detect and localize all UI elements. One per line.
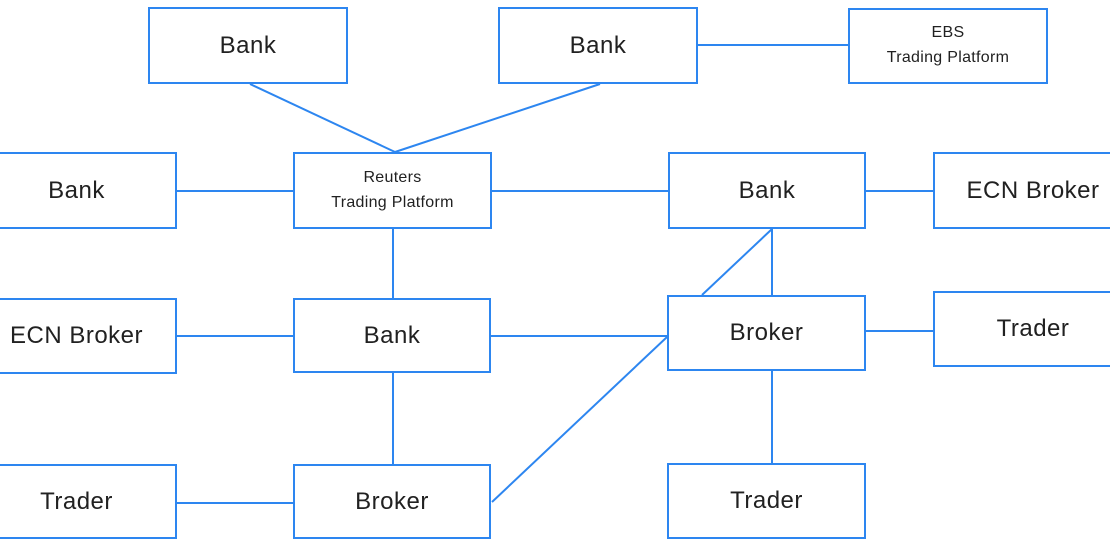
node-trader-bottom-left[interactable]: Trader <box>0 464 177 539</box>
node-bank-mid-left[interactable]: Bank <box>0 152 177 229</box>
edge-bank-top-mid--reuters-trading-platform <box>394 83 601 153</box>
node-label: EBS <box>931 24 965 42</box>
node-label: Trader <box>996 315 1070 342</box>
node-ebs-trading-platform[interactable]: EBS Trading Platform <box>848 8 1048 84</box>
node-label: Broker <box>729 319 804 346</box>
node-label: Trading Platform <box>331 193 454 211</box>
node-label: Bank <box>48 176 105 204</box>
node-bank-center[interactable]: Bank <box>293 298 491 373</box>
node-label: Broker <box>355 487 429 515</box>
node-bank-top-left[interactable]: Bank <box>148 7 348 84</box>
node-bank-mid-right[interactable]: Bank <box>668 152 866 229</box>
node-broker-bottom[interactable]: Broker <box>293 464 491 539</box>
node-label: Reuters <box>363 168 422 186</box>
edge-broker-bottom--broker-right <box>491 336 668 503</box>
edge-bank-mid-right--broker-right-diagonal <box>701 228 773 296</box>
node-broker-right[interactable]: Broker <box>667 295 866 371</box>
node-label: Bank <box>569 31 627 59</box>
node-trader-bottom-right[interactable]: Trader <box>667 463 866 539</box>
node-label: ECN Broker <box>966 176 1100 204</box>
edge-bank-top-left--reuters-trading-platform <box>249 83 396 153</box>
node-bank-top-mid[interactable]: Bank <box>498 7 698 84</box>
node-label: Bank <box>738 176 796 204</box>
node-trader-right[interactable]: Trader <box>933 291 1110 367</box>
node-label: Trader <box>40 487 113 515</box>
node-label: ECN Broker <box>9 322 144 349</box>
node-label: Trading Platform <box>886 49 1010 66</box>
node-ecn-broker-left[interactable]: ECN Broker <box>0 298 177 374</box>
node-label: Bank <box>219 31 277 59</box>
node-label: Trader <box>730 487 803 514</box>
node-ecn-broker-right[interactable]: ECN Broker <box>933 152 1110 229</box>
node-label: Bank <box>363 321 421 349</box>
